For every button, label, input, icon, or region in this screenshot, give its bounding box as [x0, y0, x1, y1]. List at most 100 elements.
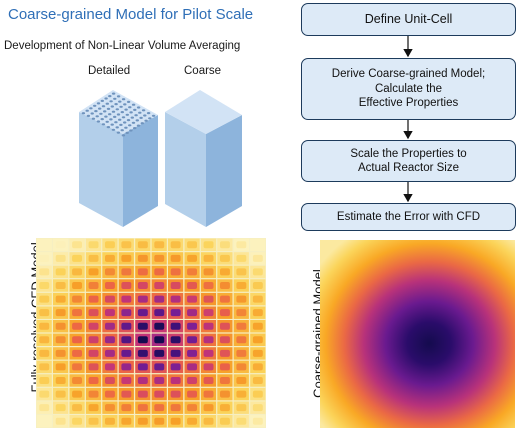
- cfd-cell-particle: [170, 377, 181, 384]
- detailed-cube-left-face: [79, 112, 123, 227]
- cfd-cell-particle: [154, 390, 165, 398]
- cfd-cell-particle: [72, 336, 82, 344]
- detailed-cube-top-face: [79, 90, 158, 134]
- cfd-cell-particle: [88, 363, 99, 371]
- pore-dot: [111, 110, 116, 113]
- pore-dot: [125, 131, 129, 134]
- pore-dot: [118, 100, 122, 103]
- detailed-cube: [79, 90, 158, 227]
- cfd-cell-particle: [121, 282, 132, 289]
- cfd-cell-particle: [137, 363, 148, 371]
- cfd-cell-particle: [203, 363, 214, 371]
- cfd-cell-particle: [105, 241, 115, 249]
- coarse-cube-left-face: [165, 112, 206, 227]
- pore-dot: [96, 102, 101, 105]
- page-title: Coarse-grained Model for Pilot Scale: [8, 6, 254, 23]
- cfd-cell-particle: [55, 309, 66, 317]
- cfd-cell-particle: [88, 322, 99, 330]
- cfd-cell-particle: [252, 390, 263, 398]
- pore-dot: [120, 129, 124, 132]
- pore-dot: [119, 105, 123, 108]
- pore-dot: [93, 104, 97, 107]
- pore-dot: [123, 103, 127, 106]
- cfd-cell-particle: [72, 322, 82, 330]
- cfd-cell-particle: [236, 268, 247, 276]
- flow-step-text: Scale the Properties to Actual Reactor S…: [350, 147, 467, 174]
- flow-step-estimate-error: Estimate the Error with CFD: [301, 203, 516, 231]
- cfd-cell-particle: [88, 241, 99, 249]
- cfd-cell-particle: [236, 241, 247, 249]
- pore-dot: [96, 120, 101, 123]
- cfd-cell-particle: [203, 268, 214, 276]
- cfd-cell-particle: [187, 336, 197, 344]
- cfd-cell-particle: [252, 404, 263, 412]
- cfd-cell-particle: [170, 322, 181, 330]
- cfd-cell-particle: [203, 309, 214, 317]
- cfd-cell-particle: [39, 349, 50, 357]
- cfd-cell-particle: [39, 363, 50, 371]
- pore-dot: [128, 124, 132, 127]
- cfd-cell-particle: [154, 322, 165, 330]
- pore-dot: [121, 98, 126, 101]
- cfd-cell-particle: [55, 417, 66, 425]
- pore-dot: [121, 134, 126, 137]
- detailed-cube-pore-grid: [81, 92, 156, 137]
- pore-dot: [105, 102, 109, 105]
- pore-dot: [100, 118, 104, 121]
- cfd-cell-particle: [88, 404, 99, 412]
- pore-dot: [90, 112, 94, 115]
- cfd-cell-particle: [220, 377, 230, 384]
- cfd-cell-particle: [121, 377, 132, 384]
- cfd-cell-particle: [220, 336, 230, 344]
- cfd-cell-particle: [55, 295, 66, 303]
- pore-dot: [86, 114, 91, 117]
- cfd-heatmap-cells: [36, 238, 266, 428]
- coarse-cube-label: Coarse: [184, 65, 222, 77]
- cfd-cell-particle: [39, 404, 50, 412]
- pore-dot: [120, 111, 124, 114]
- cfd-cell-particle: [39, 282, 50, 289]
- cfd-cell-particle: [105, 309, 115, 317]
- pore-dot: [111, 128, 116, 131]
- cfd-cell-particle: [252, 254, 263, 262]
- cfd-cell-particle: [121, 241, 132, 249]
- cfd-cell-particle: [203, 417, 214, 425]
- cfd-cell-particle: [154, 295, 165, 303]
- pore-dot: [140, 122, 144, 125]
- pore-dot: [141, 109, 146, 112]
- cfd-cell-particle: [39, 309, 50, 317]
- cfd-cell-particle: [121, 417, 132, 425]
- cfd-cell-particle: [105, 268, 115, 276]
- pore-dot: [114, 103, 118, 106]
- cfd-cell-particle: [137, 349, 148, 357]
- cfd-cell-particle: [187, 268, 197, 276]
- cfd-cell-particle: [121, 336, 132, 344]
- pore-dot: [113, 115, 117, 118]
- cfd-cell-particle: [88, 295, 99, 303]
- cfd-cell-particle: [137, 254, 148, 262]
- cfd-cell-particle: [105, 390, 115, 398]
- pore-dot: [136, 124, 141, 127]
- cfd-cell-particle: [252, 363, 263, 371]
- pore-dot: [131, 103, 136, 106]
- cfd-cell-particle: [220, 254, 230, 262]
- cfd-cell-particle: [170, 417, 181, 425]
- cfd-cell-particle: [187, 417, 197, 425]
- pore-dot: [85, 109, 89, 112]
- cfd-cell-particle: [220, 363, 230, 371]
- pore-dot: [115, 126, 119, 129]
- cfd-cell-particle: [170, 241, 181, 249]
- cfd-cell-particle: [220, 309, 230, 317]
- cfd-cell-particle: [236, 390, 247, 398]
- pore-dot: [131, 121, 136, 124]
- pore-dot: [91, 117, 96, 120]
- cfd-cell-particle: [55, 390, 66, 398]
- pore-dot: [136, 106, 141, 109]
- coarse-heatmap: [320, 240, 515, 428]
- cfd-cell-particle: [55, 363, 66, 371]
- cfd-cell-particle: [236, 282, 247, 289]
- detailed-cube-label: Detailed: [88, 65, 131, 77]
- cfd-cell-particle: [170, 309, 181, 317]
- cfd-cell-particle: [203, 390, 214, 398]
- pore-dot: [118, 118, 122, 121]
